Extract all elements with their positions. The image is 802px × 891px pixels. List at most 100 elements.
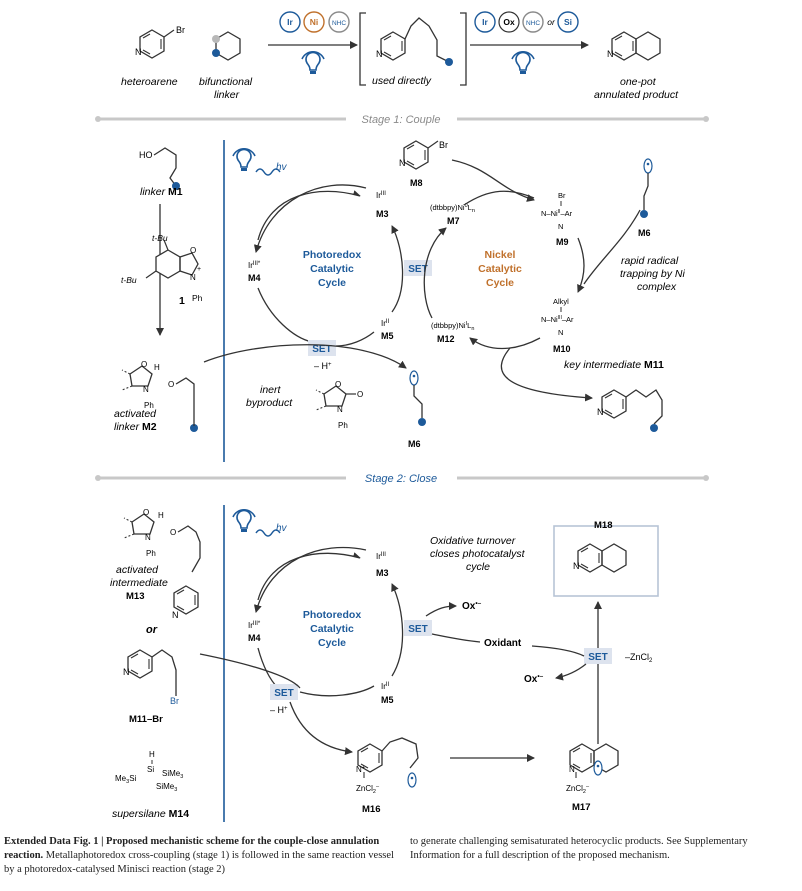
lightbulb-icon — [232, 508, 256, 533]
ox-radical-label: Ox•– — [462, 600, 482, 612]
figure-caption-left: Extended Data Fig. 1 | Proposed mechanis… — [4, 835, 394, 877]
svg-text:O: O — [141, 360, 147, 369]
m5-label-2: M5 — [381, 695, 394, 705]
activated-linker-label-1: activated — [114, 408, 157, 420]
m4-label: M4 — [248, 273, 261, 283]
m8-label: M8 — [410, 178, 423, 188]
arrow-m8-to-m9 — [451, 159, 535, 202]
set2-label-left: SET — [274, 688, 293, 699]
svg-text:Ph: Ph — [146, 549, 156, 558]
svg-text:N: N — [597, 407, 604, 417]
svg-text:N: N — [399, 158, 406, 168]
photo-label-2: Catalytic — [310, 263, 354, 275]
nickel-label-1: Nickel — [485, 249, 516, 261]
heteroarene-structure: N — [135, 29, 175, 59]
svg-text:H: H — [154, 363, 160, 372]
nickel-label-2: Catalytic — [478, 263, 522, 275]
supersilane-m14: H Si Me3Si SiMe3 SiMe3 — [115, 750, 183, 793]
key-intermediate-label: key intermediate M11 — [564, 359, 664, 371]
arc2-m4-to-set — [257, 647, 279, 689]
stage2-divider: Stage 2: Close — [95, 473, 709, 485]
lightbulb-icon — [301, 50, 325, 75]
arrow-m6-to-m10 — [583, 209, 641, 285]
catalyst-badge-ni: Ni — [310, 17, 319, 27]
arc2-light — [257, 552, 361, 601]
svg-text:O: O — [190, 246, 196, 255]
lightbulb-icon — [511, 50, 535, 75]
n-m9: N — [558, 222, 563, 231]
arrow-m10-to-m11 — [500, 347, 593, 402]
h-minus-label-1: – H+ — [314, 361, 332, 371]
radical-m6-lower — [409, 370, 426, 426]
oxidant-label: Oxidant — [484, 638, 522, 649]
product-label-2: annulated product — [594, 89, 679, 101]
n-m10: N — [558, 328, 563, 337]
catalyst-badge-nhc: NHC — [332, 20, 346, 27]
bracket-right — [460, 12, 467, 86]
stage1-divider: Stage 1: Couple — [95, 114, 709, 126]
svg-text:N: N — [607, 49, 614, 59]
rapid-label-2: trapping by Ni — [620, 268, 685, 280]
inert-label-2: byproduct — [246, 397, 293, 409]
inert-byproduct: O O N Ph — [315, 380, 363, 430]
alkyl-bromide-m11br: N — [123, 649, 177, 696]
lightbulb-icon — [232, 147, 256, 172]
arrow-set3-to-oxrad — [555, 663, 587, 681]
set-label-1: SET — [312, 344, 331, 355]
hv-label: hv — [276, 162, 288, 173]
set-label-centre: SET — [408, 264, 427, 275]
n-plus-m16: N+ — [356, 765, 365, 774]
h-minus-label-2: – H+ — [270, 705, 288, 715]
radical-m6-upper — [640, 158, 653, 218]
photo2-label-1: Photoredox — [303, 609, 361, 621]
svg-text:N: N — [143, 385, 149, 394]
nickel-label-3: Cycle — [486, 277, 514, 289]
arc2-m3-to-m4 — [253, 546, 367, 613]
svg-text:+: + — [197, 266, 201, 273]
ho-label: HO — [139, 150, 153, 160]
photo2-label-2: Catalytic — [310, 623, 354, 635]
linker-m1-label: linker M1 — [140, 186, 183, 198]
cat-badges-2: Ir Ox NHC or Si — [474, 11, 579, 33]
catalyst-badge-si: Si — [564, 17, 572, 27]
n-m17: N — [569, 765, 575, 774]
m9-label: M9 — [556, 237, 569, 247]
caption-right-text: to generate challenging semisaturated he… — [410, 836, 748, 861]
svg-text:N: N — [172, 610, 179, 620]
ir3star-label: IrIII* — [248, 261, 261, 270]
bifunctional-linker-structure — [212, 31, 241, 61]
m18-box — [553, 525, 659, 597]
svg-text:Ph: Ph — [144, 401, 154, 410]
m18-label: M18 — [594, 520, 612, 531]
arrow-oxidant-to-set — [431, 633, 481, 643]
svg-text:N: N — [376, 49, 383, 59]
ir3-label-2: IrIII — [376, 552, 386, 561]
svg-text:N: N — [573, 561, 580, 571]
arrow-set-to-oxrad — [425, 602, 457, 617]
ir3star-label-2: IrIII* — [248, 621, 261, 630]
stage2-title: Stage 2: Close — [365, 473, 437, 485]
m13-label-1: activated — [116, 564, 159, 576]
coupled-intermediate-structure: N — [376, 17, 453, 66]
arrow-m11-to-set — [199, 653, 301, 689]
top-row: N Br heteroarene bifunctional linker Ir … — [121, 11, 679, 101]
m7-label: M7 — [447, 216, 460, 226]
m12-label: M12 — [437, 334, 455, 344]
nhc-reagent-1: O N + — [145, 239, 201, 282]
photo2-label-3: Cycle — [318, 637, 346, 649]
svg-text:N–NiIII–Ar: N–NiIII–Ar — [541, 315, 574, 324]
svg-text:SiMe3: SiMe3 — [156, 782, 177, 793]
tbu-label-2: t-Bu — [121, 275, 137, 285]
used-directly-label: used directly — [372, 75, 432, 87]
arc-light — [257, 190, 361, 241]
arc-m5-to-m3 — [391, 225, 404, 313]
annulated-product-structure: N — [607, 31, 661, 61]
figure-caption-right: to generate challenging semisaturated he… — [410, 835, 798, 863]
catalyst-badge-nhc: NHC — [526, 20, 540, 27]
hv-squiggle-2 — [255, 529, 281, 537]
m13-label: M13 — [126, 591, 144, 602]
m11br-label: M11–Br — [129, 714, 163, 725]
arrow-m2-to-m6 — [203, 344, 407, 369]
ir3-label: IrIII — [376, 191, 386, 200]
compound-1-label: 1 — [179, 295, 185, 307]
